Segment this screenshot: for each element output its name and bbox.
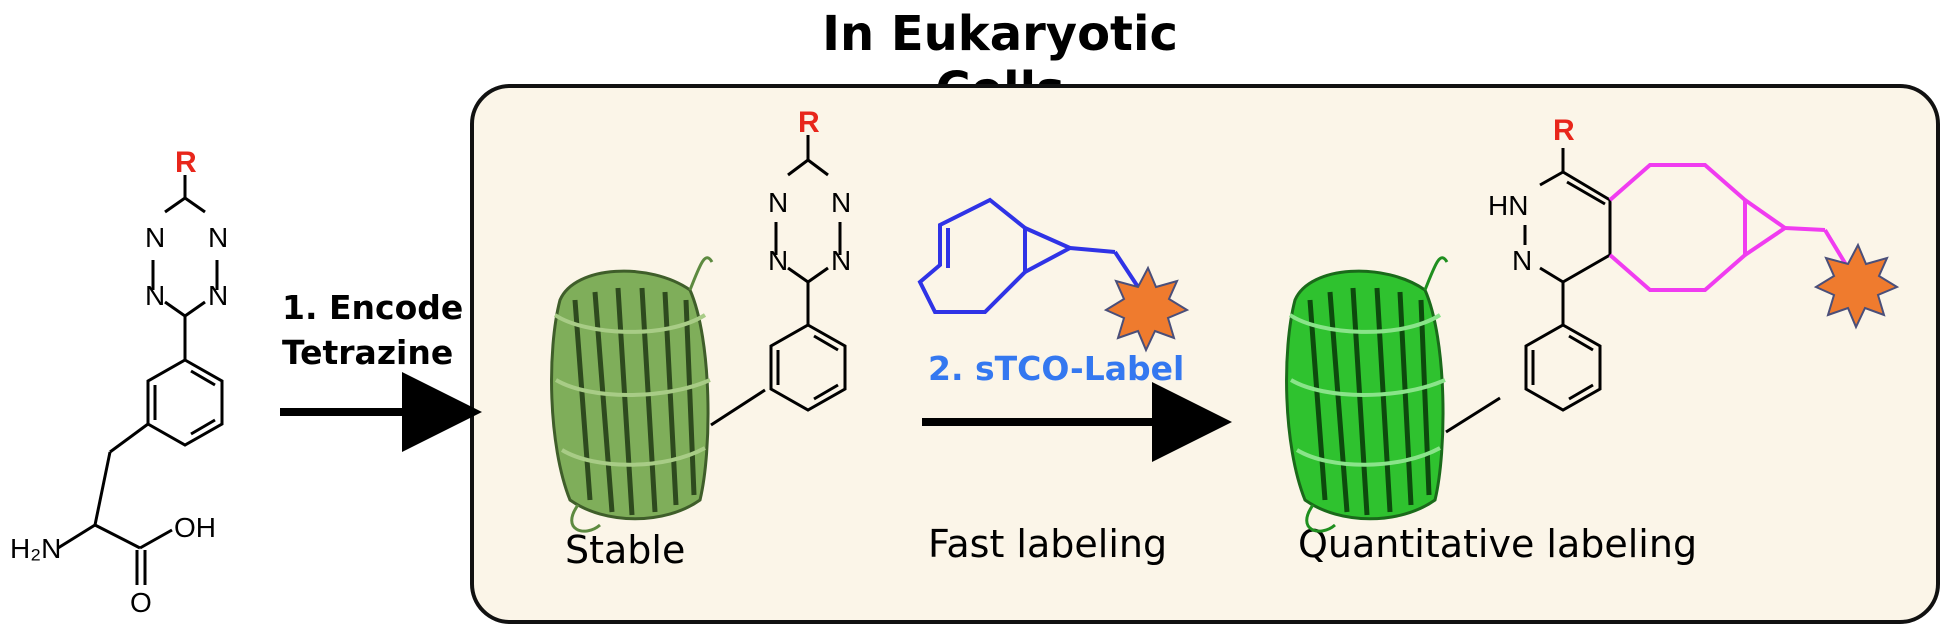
atom-n: N bbox=[831, 245, 851, 276]
caption-fast-labeling: Fast labeling bbox=[928, 522, 1168, 566]
r-group-middle: R bbox=[798, 106, 820, 139]
caption-stable: Stable bbox=[565, 528, 686, 572]
fluorophore-star-icon bbox=[1813, 242, 1900, 330]
tetrazine-amino-acid bbox=[57, 175, 224, 585]
stco-reagent bbox=[917, 197, 1142, 314]
r-group-right: R bbox=[1553, 114, 1575, 147]
atom-oh: OH bbox=[174, 512, 216, 543]
atom-n: N bbox=[768, 187, 788, 218]
fluorophore-star-icon bbox=[1103, 265, 1190, 353]
tetrazine-on-protein bbox=[710, 135, 847, 427]
atom-n: N bbox=[768, 245, 788, 276]
step2-label: 2. sTCO-Label bbox=[928, 349, 1185, 388]
atom-n: N bbox=[208, 222, 228, 253]
atom-n: N bbox=[145, 280, 165, 311]
step1-label: 1. Encode Tetrazine bbox=[282, 285, 463, 375]
atom-h2n: H₂N bbox=[10, 533, 61, 564]
atom-n: N bbox=[145, 222, 165, 253]
step1-line2: Tetrazine bbox=[282, 333, 454, 372]
caption-quantitative-labeling: Quantitative labeling bbox=[1298, 522, 1698, 566]
step1-line1: 1. Encode bbox=[282, 288, 464, 327]
atom-n: N bbox=[208, 280, 228, 311]
atom-hn: HN bbox=[1488, 190, 1528, 221]
atom-o: O bbox=[130, 587, 152, 618]
atom-n: N bbox=[831, 187, 851, 218]
atom-n: N bbox=[1512, 245, 1532, 276]
cyclooctane-fused-ring bbox=[1608, 163, 1850, 292]
gfp-protein-labeled-icon bbox=[1285, 256, 1449, 533]
r-group-left: R bbox=[175, 146, 197, 179]
labeled-product bbox=[1445, 148, 1612, 434]
eukaryotic-cell-panel bbox=[470, 84, 1940, 624]
gfp-protein-icon bbox=[550, 256, 714, 533]
